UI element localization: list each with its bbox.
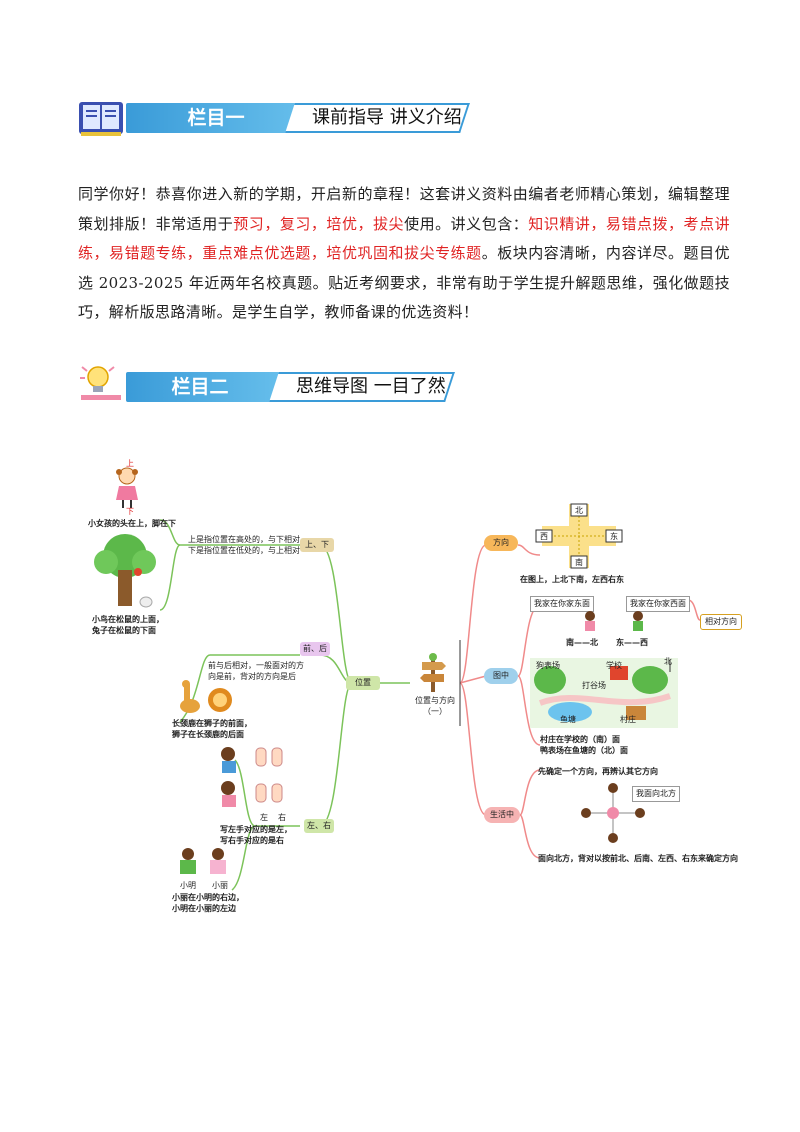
- branch-position: 位置: [346, 676, 380, 690]
- pair-east-west: 东——西: [616, 638, 648, 647]
- section2-title: 思维导图 一目了然: [296, 376, 446, 397]
- mindmap-root: 位置与方向 （一）: [415, 696, 455, 716]
- name-xiaoli: 小丽: [212, 881, 228, 890]
- left-right-desc: 写左手对应的是左， 写右手对应的是右: [220, 825, 292, 845]
- section2-number: 栏目二: [171, 376, 229, 398]
- compass-cross-icon: [535, 503, 623, 569]
- village-map-icon: [530, 658, 678, 728]
- section1-title: 课前指导 讲义介绍: [312, 107, 462, 128]
- life-top-caption: 先确定一个方向，再辨认其它方向: [538, 767, 658, 776]
- life-bottom-caption: 面向北方，背对以按前北、后南、左西、右东来确定方向: [538, 854, 738, 863]
- giraffe-lion-icon: [180, 680, 232, 713]
- place-school: 学校: [606, 661, 622, 670]
- kids-compass-icon: [581, 783, 645, 843]
- node-map: 图中: [484, 668, 518, 684]
- name-xiaoming: 小明: [180, 881, 196, 890]
- node-life: 生活中: [484, 807, 520, 823]
- tree-icon: [94, 534, 156, 608]
- node-relative-direction: 相对方向: [700, 614, 742, 630]
- compass-south: 南: [575, 558, 583, 567]
- compass-north: 北: [575, 506, 583, 515]
- map-caption: 村庄在学校的（南）面 鸭表场在鱼塘的（北）面: [540, 735, 628, 755]
- place-north: 北: [664, 657, 672, 666]
- node-left-right: 左、右: [304, 819, 334, 833]
- bubble-west: 我家在你家西面: [626, 596, 690, 612]
- node-direction: 方向: [484, 535, 518, 551]
- compass-east: 东: [610, 532, 618, 541]
- hand-left-label: 左: [260, 813, 268, 822]
- direction-caption: 在图上，上北下南，左西右东: [520, 575, 624, 584]
- intro-paragraph: 同学你好！恭喜你进入新的学期，开启新的章程！这套讲义资料由编者老师精心策划，编辑…: [78, 185, 731, 322]
- up-tag: 上: [126, 459, 134, 468]
- two-kids-icon: [585, 611, 643, 631]
- bubble-facing-north: 我面向北方: [632, 786, 680, 802]
- bubble-east: 我家在你家东面: [530, 596, 594, 612]
- kids-icon: [180, 848, 226, 874]
- place-village: 村庄: [620, 715, 636, 724]
- hand-right-label: 右: [278, 813, 286, 822]
- compass-west: 西: [540, 532, 548, 541]
- pair-south-north: 南——北: [566, 638, 598, 647]
- signpost-icon: [420, 653, 446, 692]
- place-park: 狗表场: [536, 661, 560, 670]
- place-playground: 打谷场: [582, 681, 606, 690]
- lightbulb-icon: [80, 366, 121, 400]
- contents-highlight: 知识精讲，易错点拨，考点讲练，易错题专练，重点难点优选题，培优巩固和拔尖专练题: [78, 214, 730, 263]
- node-up-down: 上、下: [300, 538, 334, 552]
- front-back-caption: 长颈鹿在狮子的前面， 狮子在长颈鹿的后面: [172, 719, 252, 739]
- girl-caption: 小女孩的头在上，脚在下: [88, 519, 176, 528]
- section1-number: 栏目一: [187, 107, 245, 129]
- hands-icon: [221, 747, 283, 807]
- usage-highlight: 预习，复习，培优，拔尖: [233, 214, 405, 233]
- node-front-back: 前、后: [300, 642, 330, 656]
- front-back-desc: 前与后相对，一般面对的方 向是前，背对的方向是后: [208, 661, 304, 681]
- place-pond: 鱼塘: [560, 715, 576, 724]
- tree-caption: 小鸟在松鼠的上面， 兔子在松鼠的下面: [92, 615, 164, 635]
- kids-caption: 小丽在小明的右边， 小明在小丽的左边: [172, 893, 244, 913]
- down-tag: 下: [126, 507, 134, 516]
- up-down-desc: 上是指位置在高处的，与下相对 下是指位置在低处的，与上相对: [188, 535, 300, 555]
- girl-icon: [116, 467, 138, 508]
- book-icon: [79, 102, 123, 136]
